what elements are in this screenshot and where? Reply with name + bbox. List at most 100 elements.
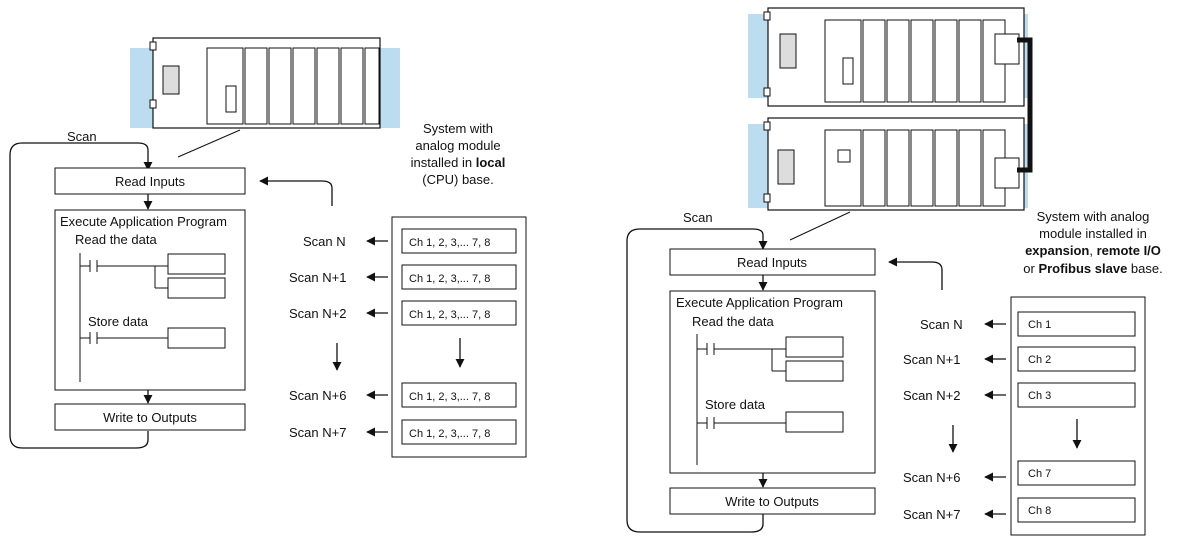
write-outputs-label: Write to Outputs — [725, 494, 819, 509]
caption-text: or — [1023, 261, 1038, 276]
ladder-logic — [79, 253, 226, 382]
pointer-line — [789, 211, 851, 241]
channel-label: Ch 3 — [1028, 390, 1051, 402]
execute-program-box — [54, 209, 246, 391]
channel-label: Ch 8 — [1028, 505, 1051, 517]
scan-label: Scan — [67, 129, 97, 144]
data-register — [167, 277, 226, 299]
caption-text: installed in — [411, 155, 476, 170]
scan-n7-label: Scan N+7 — [289, 425, 346, 440]
caption-bold: Profibus slave — [1038, 261, 1127, 276]
write-outputs-box — [54, 403, 246, 431]
scan-n6-label: Scan N+6 — [289, 388, 346, 403]
channel-panel — [1010, 296, 1146, 536]
read-inputs-return-arrow — [259, 176, 333, 206]
caption-line: module installed in — [1039, 226, 1147, 241]
io-slot — [340, 47, 364, 125]
io-slot — [910, 129, 934, 207]
io-slot — [244, 47, 268, 125]
plc-base-expansion — [748, 117, 1028, 211]
read-inputs-label: Read Inputs — [115, 174, 186, 189]
caption-line: expansion, remote I/O — [1025, 243, 1161, 258]
read-data-label: Read the data — [692, 314, 774, 329]
execute-program-label: Execute Application Program — [60, 214, 227, 229]
store-data-label: Store data — [705, 397, 766, 412]
io-slot — [910, 19, 934, 103]
scan-n7-label: Scan N+7 — [903, 507, 960, 522]
cpu-module — [206, 47, 244, 125]
io-slot — [862, 129, 886, 207]
channel-box — [401, 300, 517, 326]
store-data-label: Store data — [88, 314, 149, 329]
data-register — [785, 336, 844, 358]
channel-label: Ch 7 — [1028, 468, 1051, 480]
caption-bold: expansion — [1025, 243, 1089, 258]
scan-n1-label: Scan N+1 — [903, 352, 960, 367]
expansion-unit — [824, 129, 862, 207]
store-register — [167, 327, 226, 349]
right-caption: System with analog module installed in e… — [1023, 209, 1162, 276]
cpu-connector — [162, 65, 180, 95]
io-slot — [934, 19, 958, 103]
expansion-cable — [1017, 37, 1033, 173]
left-caption: System with analog module installed in l… — [411, 121, 506, 187]
channel-box — [1017, 382, 1136, 408]
cpu-module — [824, 19, 862, 103]
caption-line: or Profibus slave base. — [1023, 261, 1162, 276]
caption-line: System with — [423, 121, 493, 136]
scan-label: Scan — [683, 210, 713, 225]
scan-n2-label: Scan N+2 — [903, 388, 960, 403]
io-slot — [958, 129, 982, 207]
expansion-port — [994, 157, 1020, 189]
cpu-connector — [779, 33, 797, 69]
caption-text: , — [1089, 243, 1096, 258]
scan-n2-label: Scan N+2 — [289, 306, 346, 321]
execute-program-box — [669, 290, 876, 474]
io-slot — [958, 19, 982, 103]
io-slot — [364, 47, 380, 125]
store-register — [785, 411, 844, 433]
channel-label: Ch 1, 2, 3,... 7, 8 — [409, 309, 490, 321]
channel-box — [1017, 311, 1136, 337]
scan-n-label: Scan N — [920, 317, 963, 332]
channel-box — [401, 264, 517, 290]
expansion-connector — [777, 149, 795, 185]
channel-label: Ch 1, 2, 3,... 7, 8 — [409, 273, 490, 285]
scan-n6-label: Scan N+6 — [903, 470, 960, 485]
read-inputs-return-arrow — [888, 257, 943, 290]
caption-bold: local — [476, 155, 506, 170]
io-slot — [862, 19, 886, 103]
read-inputs-box — [54, 167, 246, 195]
io-slot — [886, 19, 910, 103]
channel-label: Ch 2 — [1028, 354, 1051, 366]
io-slot — [886, 129, 910, 207]
scan-loop-arrow — [626, 228, 768, 533]
pointer-line — [177, 129, 241, 158]
io-slot — [268, 47, 292, 125]
right-diagram: Scan Read Inputs Execute Application Pro… — [626, 7, 1163, 536]
channel-panel — [391, 216, 527, 458]
read-inputs-label: Read Inputs — [737, 255, 808, 270]
io-slot — [934, 129, 958, 207]
channel-box — [1017, 346, 1136, 372]
channel-box — [1017, 460, 1136, 486]
caption-text: base. — [1127, 261, 1162, 276]
channel-label: Ch 1, 2, 3,... 7, 8 — [409, 428, 490, 440]
channel-box — [401, 228, 517, 254]
channel-label: Ch 1, 2, 3,... 7, 8 — [409, 237, 490, 249]
read-data-label: Read the data — [75, 232, 157, 247]
scan-loop-arrow — [9, 142, 153, 449]
scan-n-label: Scan N — [303, 234, 346, 249]
write-outputs-label: Write to Outputs — [103, 410, 197, 425]
caption-line: (CPU) base. — [422, 172, 494, 187]
read-inputs-box — [669, 248, 876, 276]
caption-line: System with analog — [1037, 209, 1150, 224]
execute-program-label: Execute Application Program — [676, 295, 843, 310]
caption-line: installed in local — [411, 155, 506, 170]
caption-bold: remote I/O — [1097, 243, 1161, 258]
data-register — [167, 253, 226, 275]
plc-base-cpu — [748, 7, 1028, 107]
channel-box — [401, 419, 517, 445]
channel-label: Ch 1 — [1028, 319, 1051, 331]
